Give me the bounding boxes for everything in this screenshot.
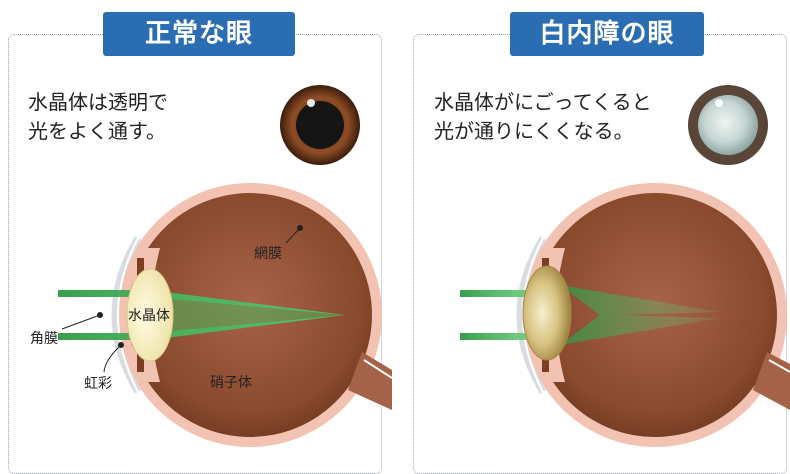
lens-label: 水晶体	[128, 308, 170, 324]
cornea-label: 角膜	[30, 331, 58, 347]
cataract-eye-caption-line2: 光が通りにくくなる。	[434, 119, 634, 143]
normal-eye-caption-line1: 水晶体は透明で	[28, 90, 168, 114]
cataract-eyeball	[460, 183, 790, 447]
vitreous-label: 硝子体	[210, 375, 252, 391]
normal-eye-icon	[280, 85, 360, 165]
cataract-eye-caption-line1: 水晶体がにごってくると	[434, 90, 652, 114]
eye-illustrations	[58, 85, 790, 447]
cataract-eye-icon	[688, 85, 768, 165]
retina-label: 網膜	[254, 246, 282, 262]
normal-eyeball	[58, 183, 393, 447]
normal-eye-caption: 水晶体は透明で 光をよく通す。	[28, 88, 168, 146]
cataract-eye-caption: 水晶体がにごってくると 光が通りにくくなる。	[434, 88, 652, 146]
normal-eye-title: 正常な眼	[103, 12, 295, 56]
cataract-eye-title: 白内障の眼	[510, 12, 704, 56]
iris-label: 虹彩	[84, 376, 112, 392]
normal-eye-caption-line2: 光をよく通す。	[28, 119, 166, 143]
